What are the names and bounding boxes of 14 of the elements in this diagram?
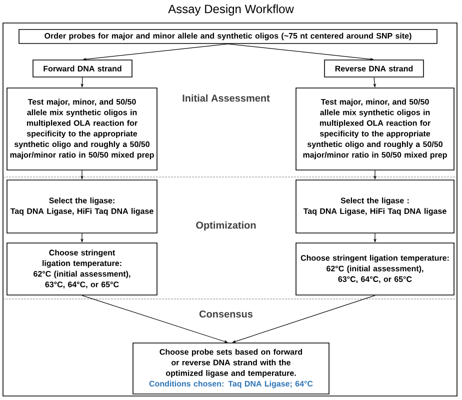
process-box: Select the ligase : Taq DNA Ligase, HiFi Taq DNA ligase (296, 180, 454, 234)
process-box: Select the ligase: Taq DNA Ligase, HiFi Taq DNA ligase (6, 180, 158, 234)
title: Assay Design Workflow (168, 4, 294, 16)
process-box: Reverse DNA strand (324, 60, 424, 78)
process-box: Choose stringent ligation temperature: 62°C (initial assessment), 63°C, 64°C, or 65°C (296, 242, 454, 296)
process-box: Choose stringent ligation temperature: 62°C (initial assessment), 63°C, 64°C, or 65°C (6, 242, 158, 296)
process-box: Test major, minor, and 50/50 allele mix synthetic oligos in multiplexed OLA reaction for specificity to the appropriate synthetic oligo and roughly a 50/50 major/minor ratio in 50/50 mixed prep (6, 88, 158, 170)
process-box: Choose probe sets based on forward or reverse DNA strand with the optimized ligase and temperature. Conditions chosen: Taq DNA Ligase; 64°C (132, 342, 330, 394)
process-box: Forward DNA strand (32, 60, 132, 78)
section-label: Initial Assessment (182, 94, 270, 102)
section-label: Consensus (199, 310, 253, 318)
process-box: Test major, minor, and 50/50 allele mix synthetic oligos in multiplexed OLA reaction for specificity to the appropriate synthetic oligo and roughly a 50/50 major/minor ratio in 50/50 mixed prep (296, 88, 454, 170)
section-label: Optimization (196, 221, 256, 231)
process-box: Order probes for major and minor allele and synthetic oligos (~75 nt centered around SNP site) (18, 29, 438, 44)
